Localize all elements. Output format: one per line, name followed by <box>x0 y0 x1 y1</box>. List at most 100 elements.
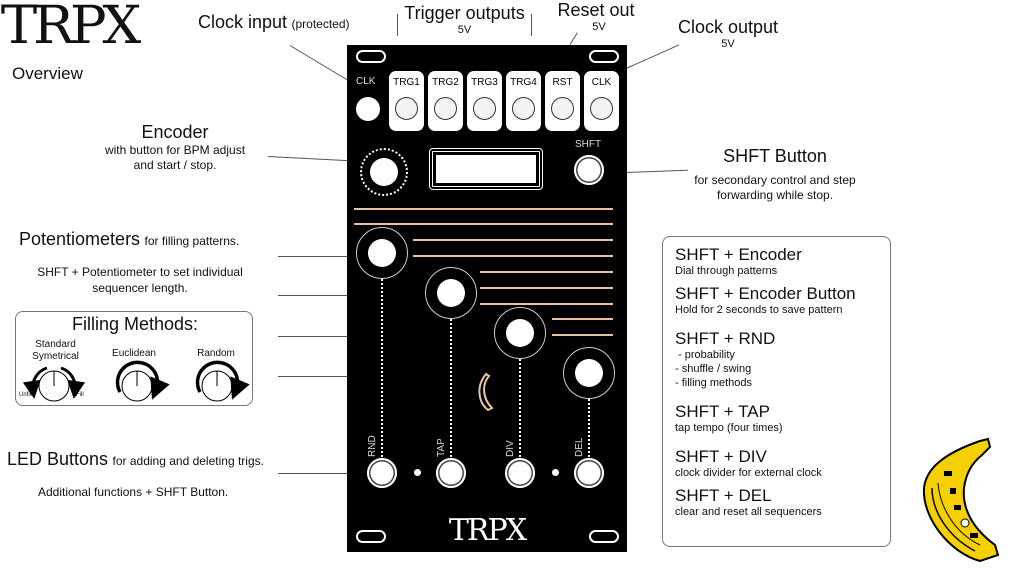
pot-2-knob[interactable] <box>437 279 465 307</box>
clock-input-note: (protected) <box>291 17 350 31</box>
knob-random-icon <box>195 360 250 402</box>
panel-brand-logo: TRPX <box>448 513 527 548</box>
trg3-jack[interactable]: TRG3 <box>467 71 502 131</box>
combo-title: SHFT + DIV <box>675 447 767 466</box>
copper-line <box>354 208 613 210</box>
rnd-label: RND <box>367 435 378 457</box>
shft-button-title: SHFT Button <box>723 146 827 166</box>
trg1-jack[interactable]: TRG1 <box>389 71 424 131</box>
trg2-label: TRG2 <box>432 77 459 88</box>
display-frame <box>429 148 543 190</box>
mount-hole-top-left <box>356 50 386 63</box>
copper-line <box>480 303 613 305</box>
encoder-label: Encoder with button for BPM adjust and s… <box>90 122 260 173</box>
trg4-label: TRG4 <box>510 77 537 88</box>
rst-jack[interactable]: RST <box>545 71 580 131</box>
clk-in-label: CLK <box>356 76 376 87</box>
clock-output-voltage: 5V <box>721 38 735 50</box>
callout-clock-output <box>625 44 680 69</box>
pot-1-knob[interactable] <box>368 239 396 267</box>
pot-4-knob[interactable] <box>575 359 603 387</box>
combo-desc: tap tempo (four times) <box>675 422 783 434</box>
display-screen <box>436 155 536 183</box>
pot-2-ring <box>425 267 477 319</box>
led-indicator <box>552 469 559 476</box>
callout-reset-out <box>569 32 578 45</box>
dashed-connector <box>450 319 452 457</box>
clock-input-title: Clock input <box>198 12 288 32</box>
combo-desc: - probability <box>675 349 735 361</box>
mount-hole-bottom-left <box>356 530 386 543</box>
trpx-module-panel: CLK TRG1 TRG2 TRG3 TRG4 RST CLK SHFT RND… <box>347 45 627 552</box>
potentiometers-title: Potentiometers <box>19 229 141 249</box>
knob-euclidean-icon <box>115 360 170 402</box>
encoder-title: Encoder <box>141 122 209 142</box>
filling-methods-title: Filling Methods: <box>71 314 199 334</box>
combo-desc: - filling methods <box>675 377 753 389</box>
combo-title: SHFT + DEL <box>675 486 772 505</box>
combo-title: SHFT + Encoder Button <box>675 284 856 303</box>
trigger-outputs-voltage: 5V <box>457 24 472 36</box>
jack-socket-icon <box>434 97 457 120</box>
del-button[interactable] <box>574 458 604 488</box>
callout-led-buttons <box>278 473 348 474</box>
trg3-label: TRG3 <box>471 77 498 88</box>
callout-pot-1 <box>278 256 348 257</box>
encoder-ring <box>360 148 408 196</box>
encoder-desc-1: with button for BPM adjust <box>104 143 246 157</box>
trg1-label: TRG1 <box>393 77 420 88</box>
clk-out-jack[interactable]: CLK <box>584 71 619 131</box>
rnd-button[interactable] <box>367 458 397 488</box>
shft-button[interactable] <box>574 155 604 185</box>
tap-button[interactable] <box>436 458 466 488</box>
combo-div: SHFT + DIV clock divider for external cl… <box>675 447 890 480</box>
copper-line <box>552 334 613 336</box>
dashed-connector <box>381 279 383 457</box>
trg4-jack[interactable]: TRG4 <box>506 71 541 131</box>
pot-3-ring <box>494 307 546 359</box>
led-buttons-title: LED Buttons <box>7 449 109 469</box>
potentiometers-desc-2: sequencer length. <box>92 281 188 295</box>
pot-1-ring <box>356 227 408 279</box>
combo-encoder-button: SHFT + Encoder Button Hold for 2 seconds… <box>675 284 890 317</box>
copper-line <box>480 271 613 273</box>
mount-hole-bottom-right <box>589 530 619 543</box>
mount-hole-top-right <box>589 50 619 63</box>
clock-output-title: Clock output <box>677 17 779 37</box>
encoder-knob[interactable] <box>370 158 398 186</box>
rst-label: RST <box>552 77 573 88</box>
combo-desc: - shuffle / swing <box>675 363 752 375</box>
method-standard-line2: Symetrical <box>32 351 79 362</box>
banana-logo-icon <box>478 372 494 412</box>
combo-title: SHFT + RND <box>675 329 776 348</box>
callout-pot-3 <box>278 336 348 337</box>
filling-methods-box: Filling Methods: Standard Symetrical Euc… <box>15 311 253 406</box>
trigger-outputs-title: Trigger outputs <box>404 3 525 23</box>
copper-line <box>413 239 613 241</box>
copper-line <box>552 318 613 320</box>
combo-rnd: SHFT + RND - probability - shuffle / swi… <box>675 329 890 390</box>
jack-socket-icon <box>512 97 535 120</box>
potentiometers-desc: SHFT + Potentiometer to set individual s… <box>20 264 260 296</box>
pot-3-knob[interactable] <box>506 319 534 347</box>
potentiometers-label: Potentiometers for filling patterns. <box>19 229 239 250</box>
combo-desc: Dial through patterns <box>675 265 778 277</box>
copper-line <box>413 255 613 257</box>
combo-title: SHFT + Encoder <box>675 245 802 264</box>
jack-socket-icon <box>590 97 613 120</box>
div-button[interactable] <box>505 458 535 488</box>
banana-illustration <box>922 437 1000 563</box>
knob-standard-icon <box>22 366 86 402</box>
led-indicator <box>414 469 421 476</box>
div-label: DIV <box>505 440 516 457</box>
combo-encoder: SHFT + Encoder Dial through patterns <box>675 245 890 278</box>
clock-input-label: Clock input (protected) <box>198 12 350 33</box>
trg2-jack[interactable]: TRG2 <box>428 71 463 131</box>
callout-pot-4 <box>278 376 348 377</box>
shft-button-desc-2: forwarding while stop. <box>716 188 834 202</box>
combo-tap: SHFT + TAP tap tempo (four times) <box>675 402 890 435</box>
clock-input-jack[interactable] <box>356 97 380 121</box>
reset-out-voltage: 5V <box>592 21 606 33</box>
copper-line <box>354 223 613 225</box>
combo-title: SHFT + TAP <box>675 402 770 421</box>
